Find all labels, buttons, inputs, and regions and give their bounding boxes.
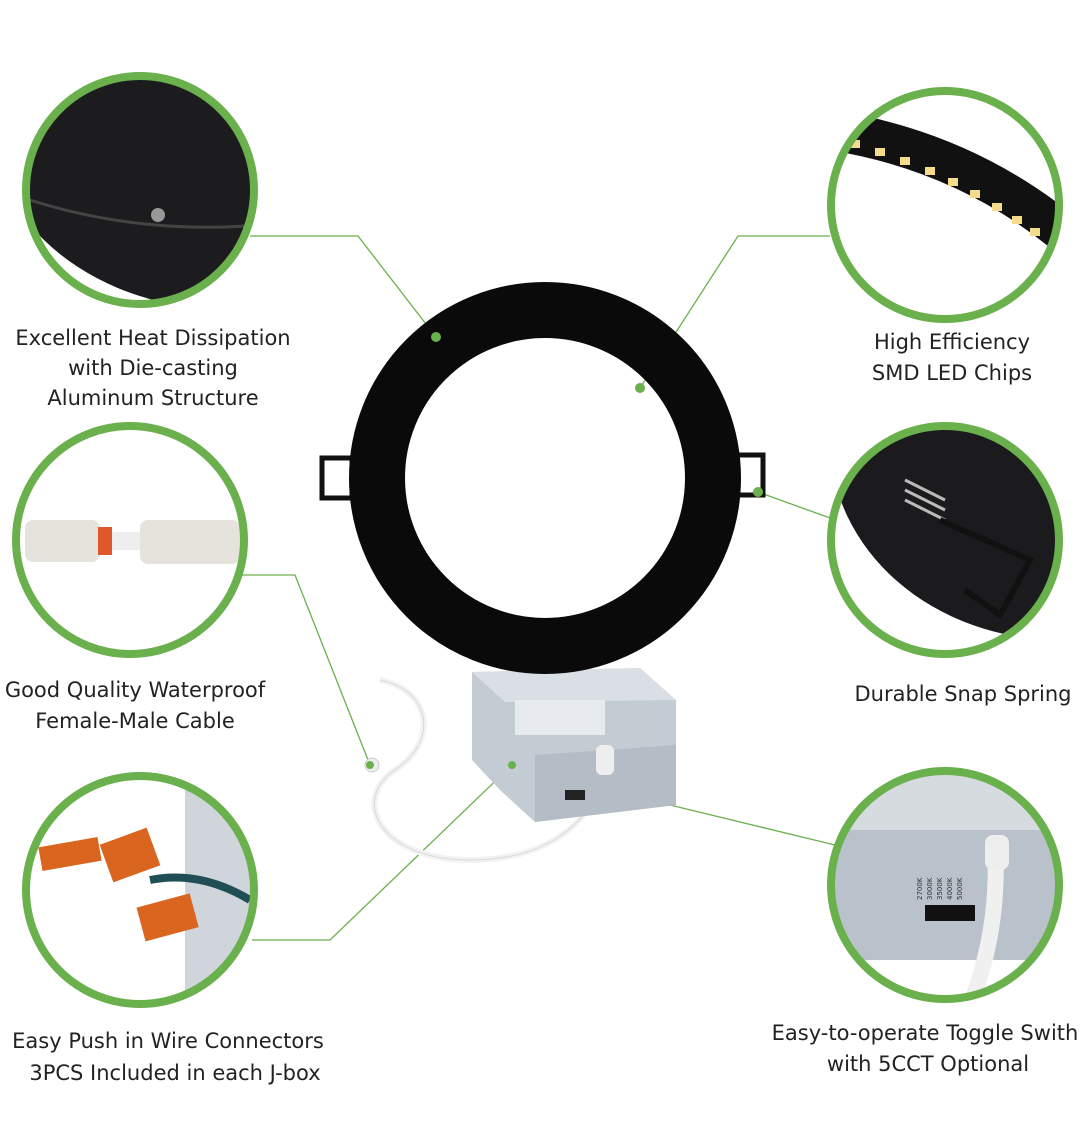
label-line: with Die-casting — [68, 356, 238, 380]
toggle-switch-closeup: 2700K 3000K 3500K 4000K 5000K — [827, 767, 1063, 1003]
callout-line-cable — [242, 574, 371, 766]
wire-connector-closeup — [22, 772, 258, 1008]
led-strip-closeup — [827, 87, 1063, 323]
cct-labels: 2700K 3000K 3500K 4000K 5000K — [916, 877, 964, 900]
cct-option: 2700K — [916, 877, 924, 900]
callout-lines — [242, 235, 836, 941]
label-line: Excellent Heat Dissipation — [15, 326, 290, 350]
feature-label-toggle: Easy-to-operate Toggle Swith with 5CCT O… — [772, 1021, 1079, 1076]
feature-label-led: High Efficiency SMD LED Chips — [872, 330, 1032, 385]
callout-line-connectors — [252, 764, 513, 941]
label-line: Easy-to-operate Toggle Swith — [772, 1021, 1079, 1045]
cct-option: 4000K — [946, 877, 954, 900]
feature-label-heat: Excellent Heat Dissipation with Die-cast… — [15, 326, 290, 410]
cct-option: 5000K — [956, 877, 964, 900]
cable-connector-closeup — [12, 422, 248, 658]
label-line: 3PCS Included in each J-box — [29, 1061, 320, 1085]
feature-label-connectors: Easy Push in Wire Connectors 3PCS Includ… — [12, 1029, 324, 1085]
downlight-fixture — [319, 282, 766, 674]
label-line: Good Quality Waterproof — [5, 678, 266, 702]
callout-line-spring — [757, 491, 831, 519]
junction-box — [364, 668, 676, 864]
label-line: Durable Snap Spring — [854, 682, 1071, 706]
label-line: High Efficiency — [874, 330, 1030, 354]
label-line: SMD LED Chips — [872, 361, 1032, 385]
feature-label-spring: Durable Snap Spring — [854, 682, 1071, 706]
label-line: Female-Male Cable — [35, 709, 235, 733]
heat-sink-closeup — [22, 72, 258, 308]
callout-line-heat — [250, 235, 437, 338]
cct-option: 3500K — [936, 877, 944, 900]
label-line: Aluminum Structure — [47, 386, 258, 410]
feature-label-cable: Good Quality Waterproof Female-Male Cabl… — [5, 678, 266, 733]
label-line: with 5CCT Optional — [827, 1052, 1029, 1076]
label-line: Easy Push in Wire Connectors — [12, 1029, 324, 1053]
cct-option: 3000K — [926, 877, 934, 900]
snap-spring-closeup — [827, 422, 1063, 658]
